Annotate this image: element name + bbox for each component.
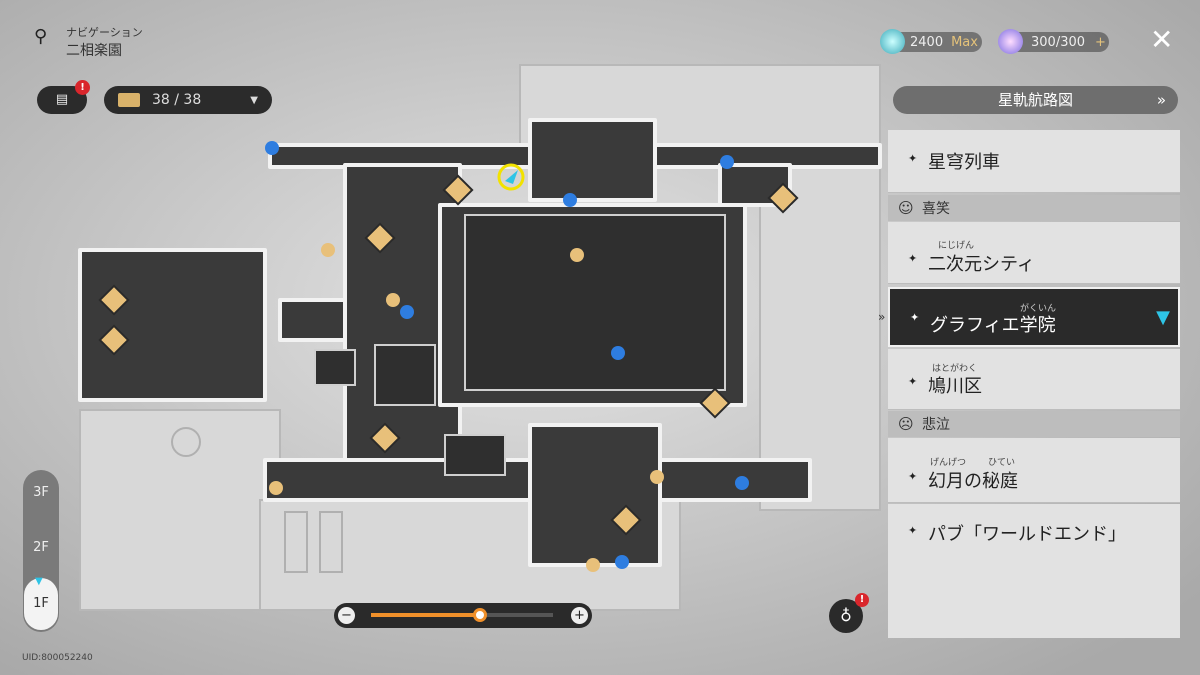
ruby-text: はとがわく [932,364,978,374]
chevron-down-icon: ▼ [250,94,258,106]
currency-value: 2400 [910,34,944,50]
list-item-pub-world-end[interactable]: ✦ パブ「ワールドエンド」 [888,504,1180,638]
close-icon[interactable]: ✕ [1150,23,1174,56]
list-item-genngetsu-garden[interactable]: ✦ げんげつ ひてい 幻月の秘庭 [888,438,1180,503]
floor-2f-button[interactable]: 2F [33,540,49,555]
floor-3f-button[interactable]: 3F [33,485,49,500]
current-floor-icon: ▼ [35,576,43,587]
ruby-text: がくいん [1020,304,1057,314]
zoom-control: − + [334,603,592,628]
clipboard-icon: ▤ [55,92,69,107]
treasure-chest-icon [118,93,140,107]
category-label: 喜笑 [922,201,950,217]
category-label: 悲泣 [922,417,950,433]
item-label: 星穹列車 [928,152,1000,173]
floor-1f-button[interactable]: 1F [24,578,58,630]
item-label: 二次元シティ [928,254,1035,275]
map-markers [98,141,799,572]
laughing-face-icon: ☺ [898,199,914,217]
planet-icon: ♁ [840,606,852,625]
currency-max: Max [951,34,978,50]
item-label: 幻月の秘庭 [928,471,1018,492]
panel-title: 星軌航路図 [997,91,1073,109]
alert-badge: ! [855,593,869,607]
star-icon: ✦ [910,311,920,324]
player-position-marker [497,163,525,191]
add-power-button[interactable]: + [1095,34,1106,50]
ruby-text: にじげん [938,241,975,251]
crying-face-icon: ☹ [898,415,914,433]
chest-count: 38 / 38 [152,92,202,108]
nav-label: ナビゲーション [66,26,143,39]
location-name: 二相楽園 [66,43,122,59]
ruby-text: ひてい [988,458,1016,468]
zoom-in-button[interactable]: + [571,607,588,624]
star-icon: ✦ [908,152,918,165]
item-label: 鳩川区 [928,376,982,397]
stellar-jade-counter: 2400 Max [884,32,982,52]
ruby-text: げんげつ [930,458,967,468]
star-icon: ✦ [908,470,918,483]
currency-value: 300/300 [1031,34,1086,50]
item-label: グラフィエ学院 [930,315,1056,336]
category-header-sorrow: ☹ 悲泣 [888,411,1180,437]
list-item-nijigen-city[interactable]: ✦ にじげん 二次元シティ [888,222,1180,284]
trailblaze-power-icon [998,29,1023,54]
treasure-chest-dropdown[interactable]: 38 / 38 ▼ [104,86,272,114]
trailblaze-power-counter: 300/300 + [1003,32,1109,52]
location-pin-icon: ⚲ [34,26,48,47]
selection-indicator-icon: » [878,310,886,324]
zoom-slider-handle[interactable] [473,608,488,622]
stellar-jade-icon [880,29,905,54]
double-chevron-icon: » [1156,91,1166,109]
list-item-hatogawa[interactable]: ✦ はとがわく 鳩川区 [888,349,1180,410]
list-item-graphie-academy-selected[interactable]: ✦ がくいん グラフィエ学院 ▼ [888,287,1180,347]
star-icon: ✦ [908,524,918,537]
uid-label: UID:800052240 [22,653,93,663]
zoom-out-button[interactable]: − [338,607,355,624]
star-icon: ✦ [908,375,918,388]
zoom-slider-fill [371,613,481,617]
item-label: パブ「ワールドエンド」 [928,524,1126,545]
current-location-arrow-icon: ▼ [1156,307,1170,328]
floor-selector: 3F 2F 1F ▼ [23,470,59,632]
list-item-astral-express[interactable]: ✦ 星穹列車 [888,130,1180,193]
alert-badge: ! [75,80,90,95]
star-rail-map-button[interactable]: 星軌航路図 » [893,86,1178,114]
category-header-joy: ☺ 喜笑 [888,195,1180,221]
star-icon: ✦ [908,252,918,265]
